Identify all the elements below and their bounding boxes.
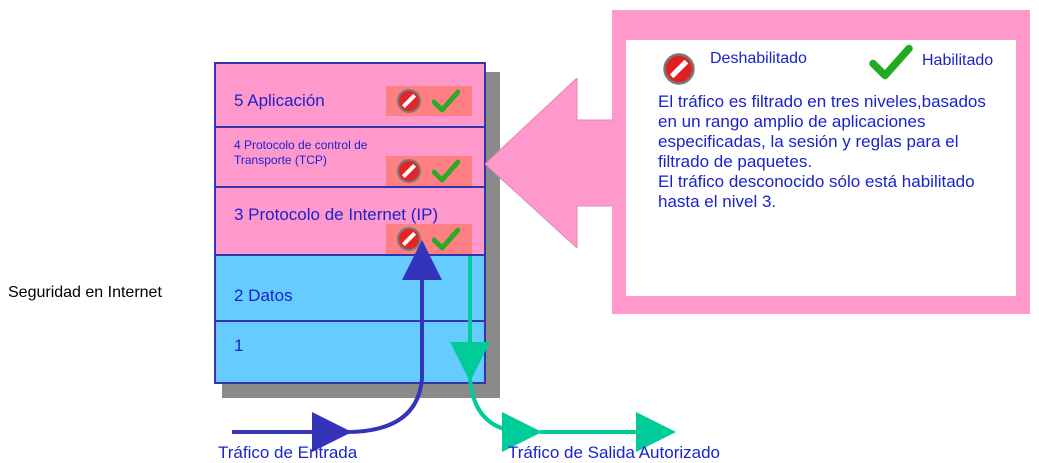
- description-paragraph: El tráfico es filtrado en tres niveles,b…: [658, 92, 986, 171]
- legend-disabled-icon: [663, 53, 695, 85]
- legend-enabled-label: Habilitado: [922, 52, 994, 69]
- outbound-label: Tráfico de Salida Autorizado: [508, 443, 720, 462]
- outbound-arrow: [450, 256, 676, 452]
- legend-disabled-label: Deshabilitado: [710, 50, 807, 67]
- side-label: Seguridad en Internet: [8, 284, 162, 301]
- description-paragraph: El tráfico desconocido sólo está habilit…: [658, 172, 975, 211]
- enabled-check-icon: [432, 89, 460, 113]
- disabled-icon: [397, 159, 421, 183]
- enabled-check-icon: [432, 159, 460, 183]
- layer-label: 2 Datos: [234, 286, 293, 305]
- callout-content-area: [626, 40, 1016, 296]
- layer-transport: 4 Protocolo de control de Transporte (TC…: [214, 126, 486, 188]
- layer-application: 5 Aplicación: [214, 62, 486, 128]
- layer-label: 3 Protocolo de Internet (IP): [234, 205, 439, 224]
- layer-label: 1: [234, 336, 244, 355]
- inbound-arrow: [232, 240, 442, 452]
- layer-label: 5 Aplicación: [234, 91, 325, 110]
- layer-label: 4 Protocolo de control de Transporte (TC…: [234, 138, 368, 167]
- disabled-icon: [397, 89, 421, 113]
- layer-status-icons: [386, 156, 472, 186]
- callout-description: El tráfico es filtrado en tres niveles,b…: [658, 92, 1008, 212]
- inbound-label: Tráfico de Entrada: [218, 443, 358, 462]
- layer-status-icons: [386, 86, 472, 116]
- callout-pointer-arrow: [485, 78, 617, 248]
- legend-enabled-check-icon: [869, 44, 913, 80]
